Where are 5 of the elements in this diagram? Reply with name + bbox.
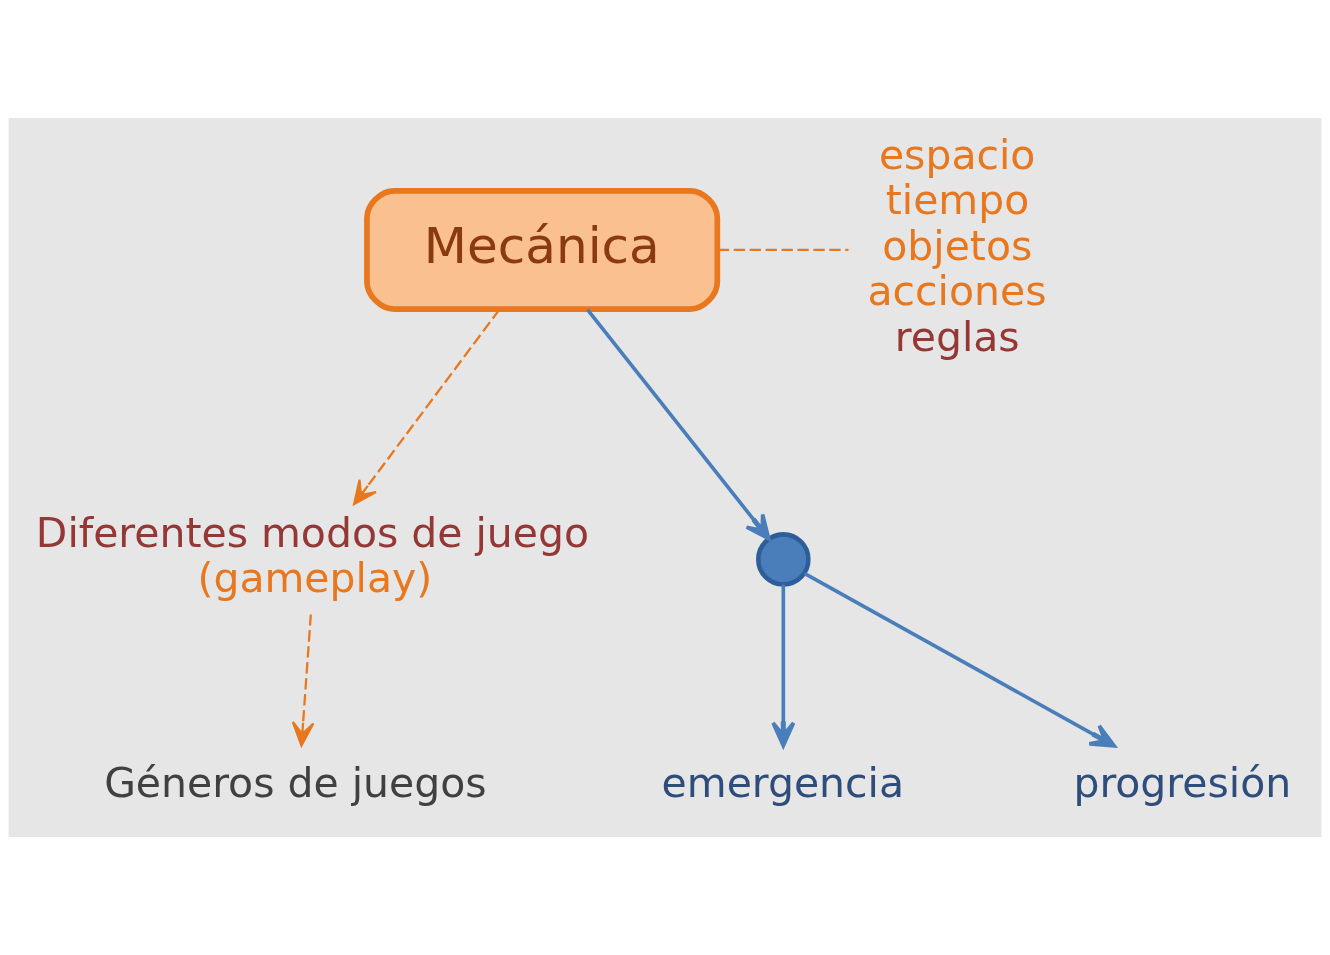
node-text: Géneros de juegos <box>104 758 487 807</box>
node-text: emergencia <box>661 758 905 807</box>
node-text: progresión <box>1073 758 1292 807</box>
node-text: espacio tiempo objetos acciones reglas <box>867 130 1047 361</box>
node-text: Diferentes modos de juego (gameplay) <box>35 508 590 603</box>
